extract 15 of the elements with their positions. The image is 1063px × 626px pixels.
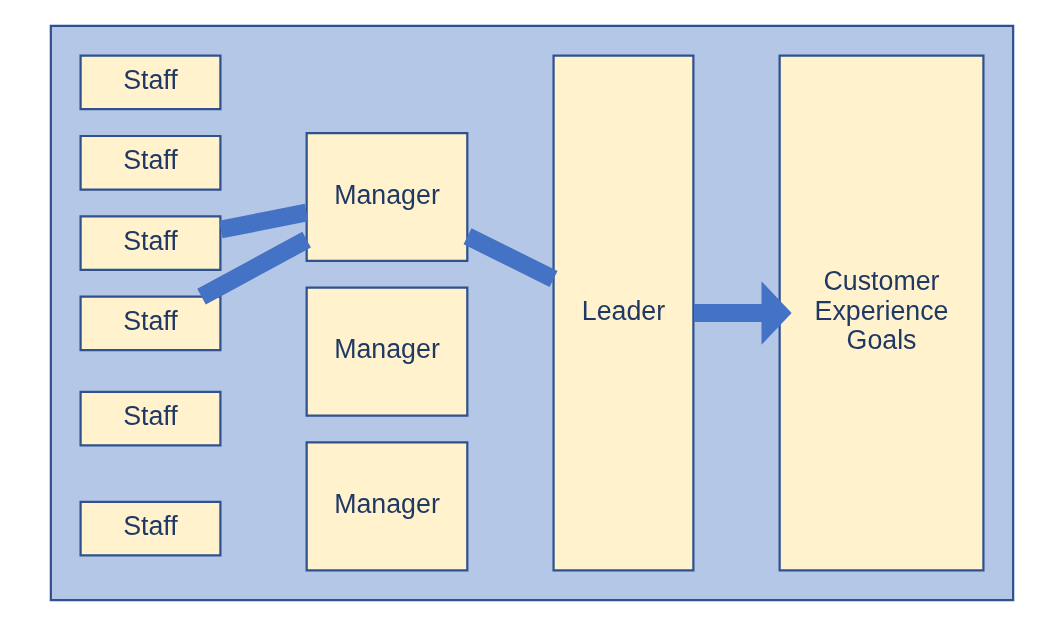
node-box: Staff	[78, 134, 221, 191]
node-box: Staff	[78, 54, 221, 111]
node-box: Manager	[305, 286, 468, 417]
cluster	[49, 24, 1014, 602]
node-box: Staff	[78, 390, 221, 447]
arrow	[693, 281, 792, 345]
node-box: Leader	[551, 54, 694, 572]
node-box: Staff	[78, 500, 221, 557]
connector	[463, 228, 558, 287]
node-box: Manager	[305, 441, 468, 572]
node-box: Manager	[305, 131, 468, 263]
connector	[218, 203, 308, 239]
node-box: Staff	[78, 295, 221, 352]
node-box: Staff	[78, 215, 221, 271]
node-box: Customer Experience Goals	[778, 54, 985, 572]
